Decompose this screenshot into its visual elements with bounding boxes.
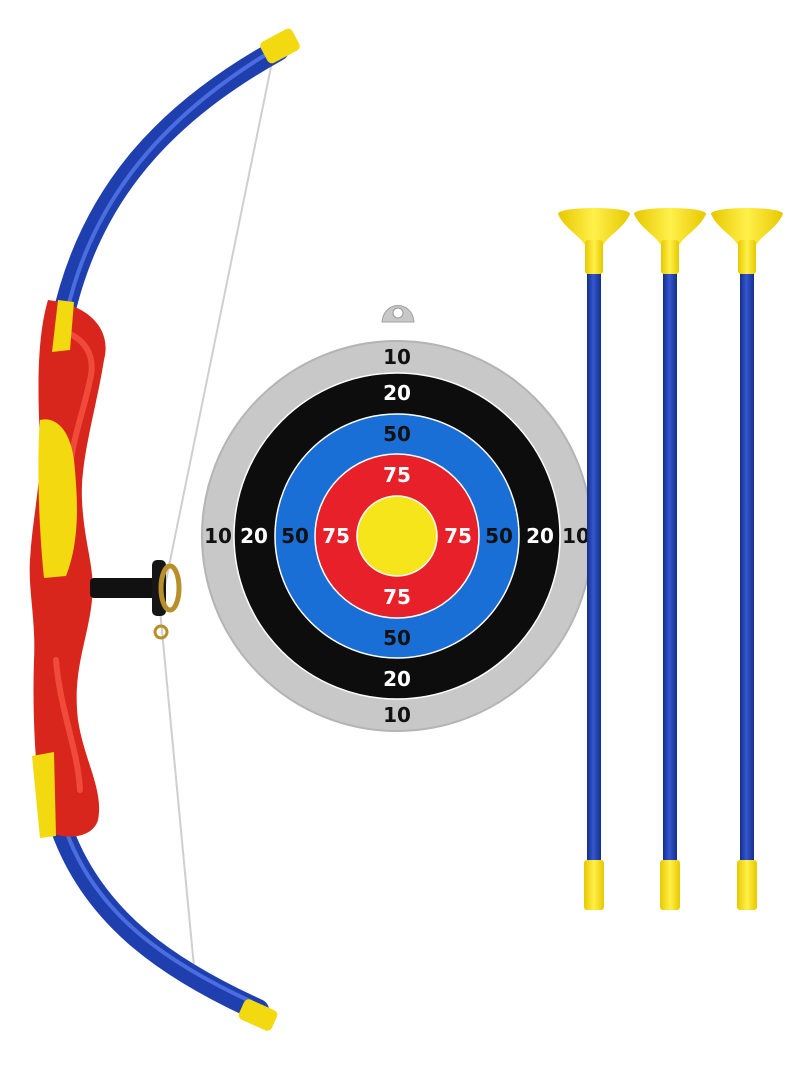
suction-cup <box>634 208 706 244</box>
bow-upper-tip <box>260 28 300 64</box>
bow-lower-limb <box>51 819 269 1021</box>
suction-cup-neck <box>585 240 603 274</box>
arrow-shaft <box>663 268 677 868</box>
bow-grip <box>38 419 77 578</box>
bow <box>29 28 300 1031</box>
target-ring-bullseye <box>356 495 438 577</box>
suction-cup-neck <box>738 240 756 274</box>
score-label-red-right: 75 <box>444 524 472 548</box>
arrow-end-cap <box>737 860 757 910</box>
score-label-gray-right: 10 <box>562 524 590 548</box>
bow-accent-upper <box>52 300 74 352</box>
suction-cup-neck <box>661 240 679 274</box>
score-label-red-top: 75 <box>383 463 411 487</box>
arrow-rest <box>90 578 162 598</box>
arrow-rest-washer <box>158 563 182 613</box>
suction-cup <box>711 208 783 244</box>
score-label-black-right: 20 <box>526 524 554 548</box>
arrow-shaft <box>740 268 754 868</box>
bow-accent-lower <box>32 752 56 838</box>
bow-lower-tip <box>238 999 278 1031</box>
score-label-black-top: 20 <box>383 381 411 405</box>
score-label-blue-bottom: 50 <box>383 626 411 650</box>
target: 10 10 10 10 20 20 20 20 50 50 50 50 75 75 75 75 <box>201 305 593 732</box>
score-label-gray-top: 10 <box>383 345 411 369</box>
score-label-blue-top: 50 <box>383 422 411 446</box>
score-label-blue-left: 50 <box>281 524 309 548</box>
arrow-shaft <box>587 268 601 868</box>
score-label-gray-bottom: 10 <box>383 703 411 727</box>
score-label-black-bottom: 20 <box>383 667 411 691</box>
suction-cup <box>558 208 630 244</box>
bow-upper-limb <box>51 39 289 333</box>
score-label-blue-right: 50 <box>485 524 513 548</box>
score-label-red-bottom: 75 <box>383 585 411 609</box>
arrow-end-cap <box>584 860 604 910</box>
suction-arrow-2 <box>634 208 706 910</box>
score-label-black-left: 20 <box>240 524 268 548</box>
arrow-end-cap <box>660 860 680 910</box>
score-label-red-left: 75 <box>322 524 350 548</box>
score-label-gray-left: 10 <box>204 524 232 548</box>
suction-arrow-1 <box>558 208 630 910</box>
arrows <box>558 208 783 910</box>
suction-arrow-3 <box>711 208 783 910</box>
